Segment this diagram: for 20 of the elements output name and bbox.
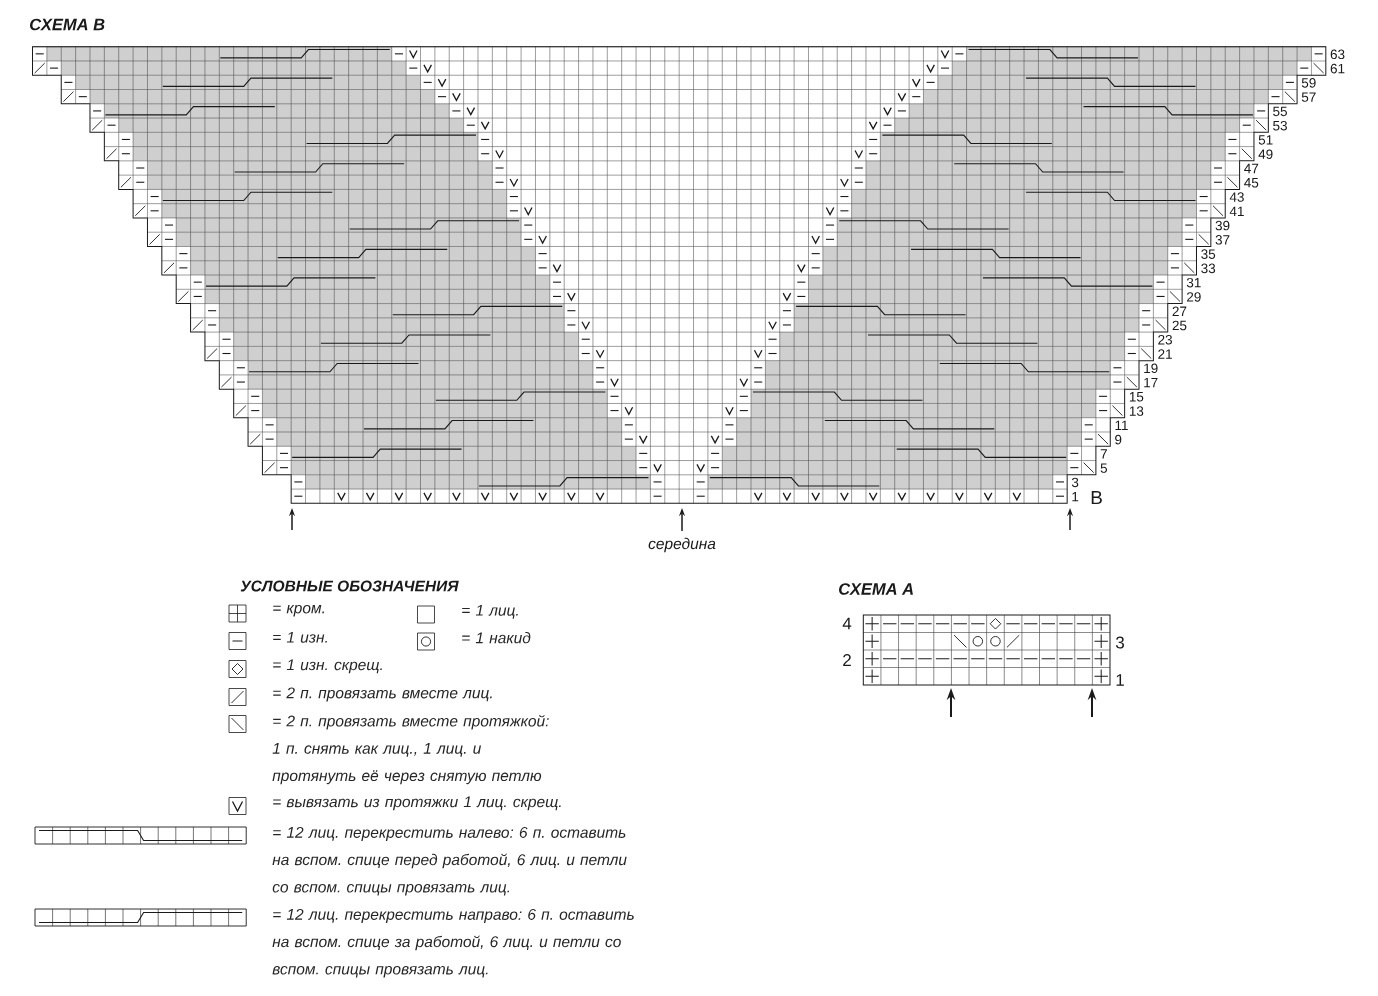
chart-title: СХЕМА В bbox=[30, 18, 105, 31]
row-number: 4 bbox=[842, 617, 852, 630]
legend-heading: УСЛОВНЫЕ ОБОЗНАЧЕНИЯ bbox=[240, 580, 459, 592]
legend-text: = 1 лиц. bbox=[462, 604, 518, 619]
legend-text: = 12 лиц. перекрестить налево: 6 п. оставить на вспом. спице перед работой, 6 лиц. и петли со вспом. спицы провязать лиц. bbox=[272, 826, 627, 896]
row-number: 3 bbox=[1115, 636, 1124, 649]
legend-text: = 1 накид bbox=[462, 631, 531, 644]
row-number: 61 bbox=[1330, 63, 1345, 74]
legend-text: = 12 лиц. перекрестить направо: 6 п. оставить на вспом. спице за работой, 6 лиц. и петли со вспом. спицы провязать лиц. bbox=[272, 908, 634, 978]
legend-text: = 2 п. провязать вместе лиц. bbox=[273, 687, 492, 702]
legend-text: = вывязать из протяжки 1 лиц. скрещ. bbox=[273, 796, 561, 811]
chart-title: СХЕМА А bbox=[839, 583, 913, 595]
marker-label: середина bbox=[648, 537, 716, 553]
row-number: 1 bbox=[1116, 674, 1124, 686]
legend-text: = 1 изн. скрещ. bbox=[273, 659, 382, 674]
legend-text: = 1 изн. bbox=[273, 631, 327, 643]
row-number: 63 bbox=[1330, 49, 1345, 60]
legend-text: = кром. bbox=[273, 604, 324, 617]
legend-text: = 2 п. провязать вместе протяжкой: 1 п. снять как лиц., 1 лиц. и протянуть её через снятую петлю bbox=[272, 714, 549, 785]
row-number: 2 bbox=[843, 654, 851, 666]
